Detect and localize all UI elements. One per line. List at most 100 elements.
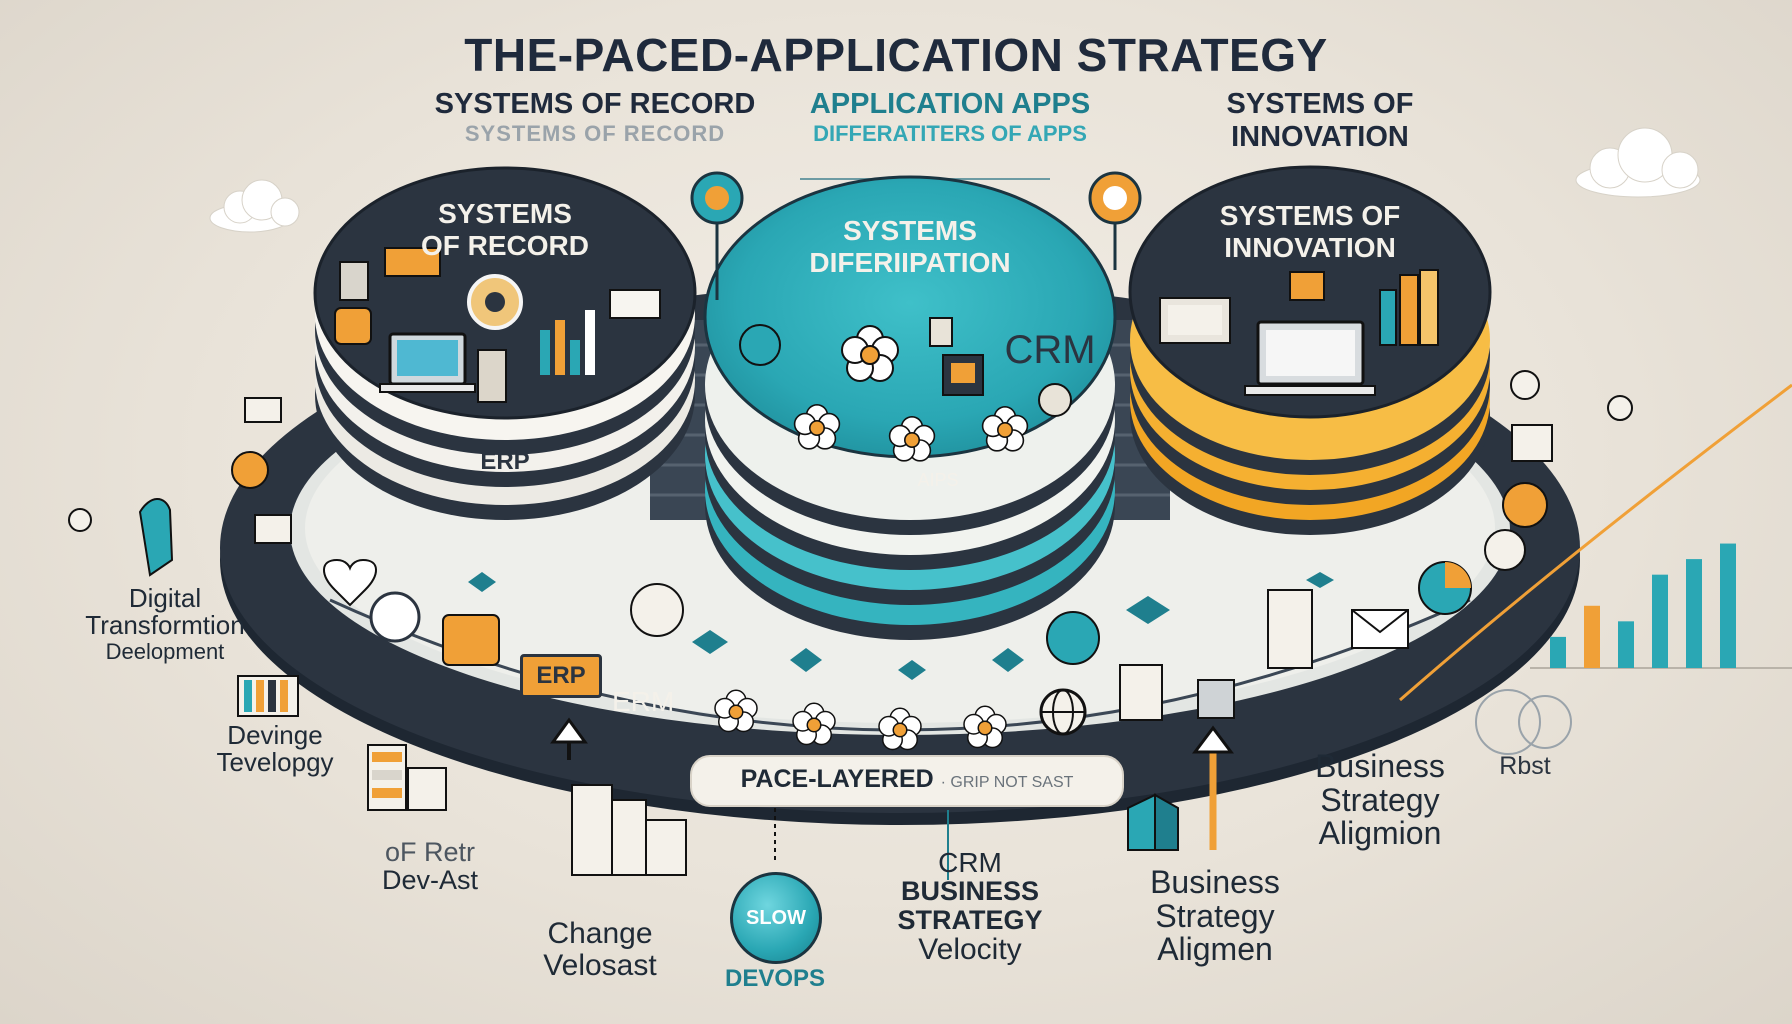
dot-icon (1607, 395, 1633, 421)
label-ofret-line1: oF Retr (384, 837, 476, 867)
growth-bar-chart (1550, 543, 1736, 668)
header-systems-of-record-ghost: SYSTEMS OF RECORD (464, 121, 726, 146)
header-systems-of-innovation: SYSTEMS OF INNOVATION (1180, 88, 1460, 154)
disc-left-erp-label: ERP (480, 448, 530, 475)
cloud-icon (1575, 127, 1701, 198)
growth-bar-5 (1686, 559, 1702, 668)
hand-icon (138, 498, 174, 577)
label-ofret-line2: Dev-Ast (381, 865, 479, 896)
flower-icon (793, 403, 841, 450)
document-icon (1119, 664, 1163, 721)
growth-bar-4 (1652, 574, 1668, 668)
disc-left-title-line2: OF RECORD (421, 230, 589, 261)
disc-middle-title-line2: DIFERIIPATION (809, 247, 1011, 278)
up-arrow-icon (1192, 725, 1234, 850)
building-icon (1127, 793, 1179, 851)
slow-badge: SLOW (730, 872, 822, 964)
disc-systems-differentiation (703, 175, 1117, 640)
flower-icon (714, 689, 758, 733)
label-business-strategy-right: Business Strategy Aligmion (1290, 748, 1470, 851)
cabinet-icon (1511, 424, 1553, 462)
label-bsa-right-line1: Business (1315, 748, 1445, 784)
envelope-icon (1351, 609, 1409, 649)
disc-middle-title-line1: SYSTEMS (843, 215, 977, 246)
flower-icon (981, 405, 1029, 452)
label-of-retr-dev-ast: oF Retr Dev-Ast (350, 838, 510, 895)
label-digital-line2: Transformtion (85, 610, 245, 641)
page-title: THE-PACED-APPLICATION STRATEGY (464, 29, 1328, 81)
header-application-apps: APPLICATION APPS (809, 88, 1091, 120)
disc-middle-title: SYSTEMS DIFERIIPATION (740, 215, 1080, 279)
disc-left-title: SYSTEMS OF RECORD (395, 198, 615, 262)
growth-bar-6 (1720, 543, 1736, 668)
track-erm-label: ERM (612, 686, 675, 717)
label-crm-line2: BUSINESS (900, 876, 1040, 907)
label-business-strategy-bottom: Business Strategy Aligmen (1125, 864, 1305, 968)
user-icon (231, 451, 269, 489)
disc-right-title: SYSTEMS OF INNOVATION (1180, 200, 1440, 264)
disc-right-title-line2: INNOVATION (1224, 232, 1396, 263)
target-icon (1502, 482, 1548, 528)
lightbulb-icon (630, 583, 684, 637)
header-systems-of-record: SYSTEMS OF RECORD (434, 88, 756, 120)
label-digital-line1: Digital (128, 583, 202, 613)
header-systems-of-innovation-line2: INNOVATION (1231, 121, 1409, 153)
label-bsa-bottom-line3: Aligmen (1157, 931, 1273, 968)
flower-icon (792, 702, 836, 746)
image-icon (442, 614, 500, 666)
disc-systems-of-innovation (1128, 165, 1492, 535)
disc-middle-aips-label: AIPS (917, 470, 959, 490)
disc-systems-of-record (313, 166, 697, 520)
pie-chart-icon (1418, 561, 1472, 615)
label-digital-transformation: Digital Transformtion Deelopment (60, 583, 270, 664)
folder-icon (254, 514, 292, 544)
growth-bar-2 (1584, 605, 1600, 668)
label-rbst: Rbst (1499, 752, 1551, 780)
cloud-icon (209, 179, 300, 233)
diamond-icon (468, 572, 1334, 680)
label-crm-business-strategy: CRM BUSINESS STRATEGY Velocity (875, 848, 1065, 966)
label-devinge-tevelopgy: Devinge Tevelopgy (195, 720, 355, 777)
flower-icon (841, 325, 899, 382)
disc-right-title-line1: SYSTEMS OF (1219, 200, 1401, 231)
server-icon (1197, 679, 1235, 719)
rbst-icon (1475, 689, 1572, 755)
label-change-velosast: Change Velosast (525, 918, 675, 981)
label-crm-line3: STRATEGY (897, 904, 1043, 935)
clock-icon (1046, 611, 1100, 665)
heart-icon (323, 558, 377, 607)
flower-icon (878, 707, 922, 751)
label-devinge-line1: Devinge (227, 720, 323, 750)
bookshelf-icon (237, 675, 299, 717)
flower-icon (888, 415, 936, 462)
label-bsa-bottom-line1: Business (1150, 864, 1280, 900)
header-systems-of-innovation-line1: SYSTEMS OF (1226, 88, 1414, 120)
up-arrow-icon (550, 717, 588, 760)
map-pin-icon (690, 171, 744, 300)
pace-layered-faint-label: · GRIP NOT SAST (940, 774, 1074, 791)
badge-icon (1484, 529, 1526, 571)
label-bsa-bottom-line2: Strategy (1155, 897, 1275, 934)
label-crm-line1: CRM (938, 847, 1002, 878)
label-change-line2: Velosast (543, 948, 657, 982)
disc-left-title-line1: SYSTEMS (438, 198, 572, 229)
globe-icon (1039, 688, 1087, 736)
label-change-line1: Change (547, 917, 653, 950)
folder-icon (244, 397, 282, 423)
gear-icon (369, 591, 421, 643)
pace-layered-pill: PACE-LAYERED · GRIP NOT SAST (690, 755, 1124, 807)
map-pin-icon (1088, 171, 1142, 270)
flower-icon (963, 705, 1007, 749)
pace-layered-label: PACE-LAYERED (740, 765, 934, 793)
label-digital-line3: Deelopment (105, 638, 225, 664)
dot-icon (68, 508, 92, 532)
label-crm-line4: Velocity (918, 933, 1022, 967)
crm-badge: CRM (1004, 328, 1096, 372)
document-icon (1267, 589, 1313, 669)
growth-bar-3 (1618, 621, 1634, 668)
server-rack-icon (367, 744, 687, 876)
label-bsa-right-line2: Strategy (1320, 781, 1440, 818)
header-application-apps-ghost: DIFFERATITERS OF APPS (813, 121, 1087, 146)
label-devops: DEVOPS (724, 965, 826, 992)
